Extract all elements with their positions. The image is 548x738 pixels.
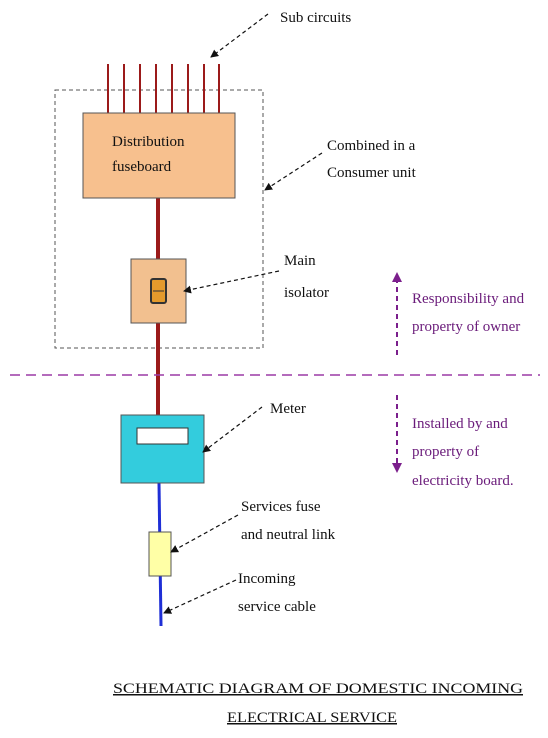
fuseboard-label-line2: fuseboard: [112, 159, 172, 175]
cable-label-line2: service cable: [238, 599, 316, 615]
meter: [120, 414, 205, 484]
isolator-label-line1: Main: [284, 253, 316, 269]
meter-label: Meter: [270, 401, 306, 417]
fuse-label-line1: Services fuse: [241, 499, 321, 515]
services-fuse: [148, 531, 172, 577]
fuse-label-line2: and neutral link: [241, 527, 336, 543]
combined-label-line1: Combined in a: [327, 138, 416, 154]
diagram-title-line2: ELECTRICAL SERVICE: [227, 710, 397, 726]
isolator-label-line2: isolator: [284, 285, 329, 301]
owner-label-line2: property of owner: [412, 319, 520, 335]
fuseboard-label-line1: Distribution: [112, 134, 185, 150]
cable-pointer: [163, 579, 237, 614]
fuse-pointer: [170, 514, 239, 553]
meter-display: [136, 427, 189, 445]
board-label-line2: property of: [412, 444, 479, 460]
sub-circuit-wires: [107, 64, 220, 113]
sub-circuits-pointer: [210, 13, 269, 58]
meter-pointer: [202, 406, 263, 453]
board-label-line3: electricity board.: [412, 473, 514, 489]
board-label-line1: Installed by and: [412, 416, 508, 432]
diagram-title-line1: SCHEMATIC DIAGRAM OF DOMESTIC INCOMING: [113, 681, 523, 697]
combined-label-line2: Consumer unit: [327, 165, 417, 181]
consumer-unit-pointer: [264, 152, 323, 191]
distribution-fuseboard: [82, 112, 236, 199]
isolator-pointer: [183, 270, 280, 294]
leader-arrows: [163, 13, 323, 614]
cable-label-line1: Incoming: [238, 571, 296, 587]
sub-circuits-label: Sub circuits: [280, 10, 351, 26]
owner-label-line1: Responsibility and: [412, 291, 525, 307]
